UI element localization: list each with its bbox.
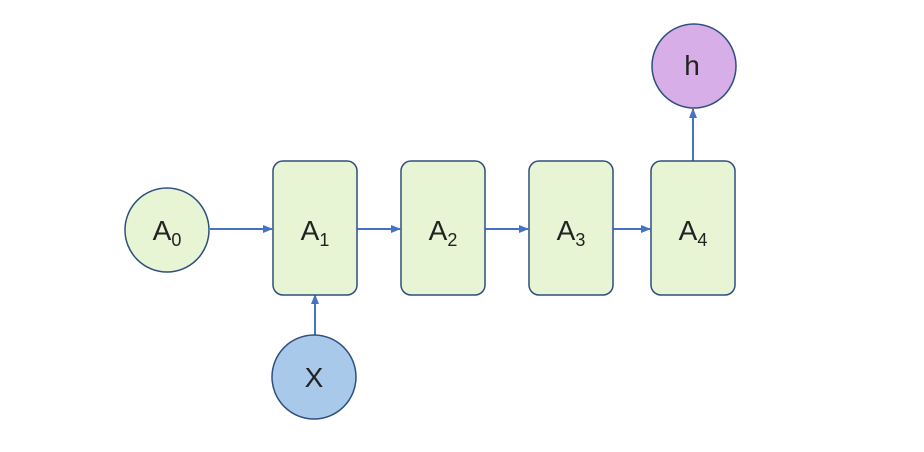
node-a0-shape (124, 187, 210, 273)
node-a3-main: A (557, 215, 576, 246)
node-a0-sub: 0 (171, 230, 181, 250)
node-a1: A1 (272, 160, 358, 296)
node-a3-label: A3 (557, 215, 586, 250)
node-a2: A2 (400, 160, 486, 296)
node-a0-label: A0 (153, 215, 182, 250)
node-a4-shape (650, 160, 736, 296)
node-a1-sub: 1 (319, 230, 329, 250)
node-a4-sub: 4 (697, 230, 707, 250)
node-a4-main: A (679, 215, 698, 246)
edges (210, 108, 697, 336)
node-a1-main: A (301, 215, 320, 246)
node-h: h (651, 23, 737, 109)
node-a0-main: A (153, 215, 172, 246)
node-a3: A3 (528, 160, 614, 296)
node-h-label: h (684, 50, 700, 81)
node-a4-label: A4 (679, 215, 708, 250)
node-a2-shape (400, 160, 486, 296)
node-a2-label: A2 (429, 215, 458, 250)
node-a2-main: A (429, 215, 448, 246)
node-x: X (271, 334, 357, 420)
node-a0: A0 (124, 187, 210, 273)
node-a4: A4 (650, 160, 736, 296)
node-x-shape (271, 334, 357, 420)
node-a2-sub: 2 (447, 230, 457, 250)
node-a3-shape (528, 160, 614, 296)
node-h-shape (651, 23, 737, 109)
node-a1-shape (272, 160, 358, 296)
node-x-label: X (305, 362, 324, 393)
node-a1-label: A1 (301, 215, 330, 250)
node-a3-sub: 3 (575, 230, 585, 250)
